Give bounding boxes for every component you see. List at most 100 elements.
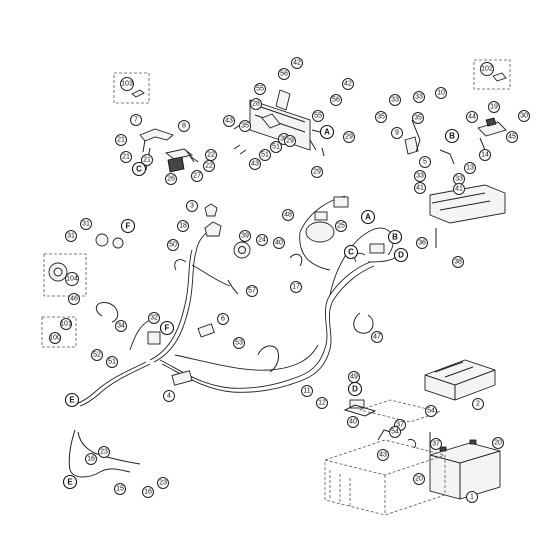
callout-21[interactable]: 21 (141, 154, 153, 166)
callout-4[interactable]: 4 (163, 390, 175, 402)
callout-24[interactable]: 24 (256, 234, 268, 246)
callout-41[interactable]: 41 (414, 182, 426, 194)
callout-33[interactable]: 33 (413, 91, 425, 103)
callout-19[interactable]: 19 (488, 101, 500, 113)
callout-18[interactable]: 18 (177, 220, 189, 232)
callout-100[interactable]: 100 (49, 332, 61, 344)
callout-51[interactable]: 51 (259, 149, 271, 161)
callout-25[interactable]: 25 (335, 220, 347, 232)
callout-33[interactable]: 33 (389, 94, 401, 106)
callout-32[interactable]: 32 (148, 312, 160, 324)
callout-9[interactable]: 9 (391, 127, 403, 139)
connector-f[interactable]: F (120, 218, 136, 234)
callout-23[interactable]: 23 (98, 446, 110, 458)
callout-35[interactable]: 35 (239, 120, 251, 132)
callout-5[interactable]: 5 (419, 156, 431, 168)
callout-31[interactable]: 31 (65, 230, 77, 242)
callout-12[interactable]: 12 (316, 397, 328, 409)
callout-49[interactable]: 49 (348, 371, 360, 383)
connector-e[interactable]: E (62, 474, 78, 490)
callout-53[interactable]: 53 (233, 337, 245, 349)
callout-42[interactable]: 42 (291, 57, 303, 69)
connector-a[interactable]: A (360, 209, 376, 225)
callout-33[interactable]: 33 (414, 170, 426, 182)
callout-55[interactable]: 55 (254, 83, 266, 95)
callout-13[interactable]: 13 (464, 162, 476, 174)
callout-57[interactable]: 57 (246, 285, 258, 297)
callout-28[interactable]: 28 (250, 98, 262, 110)
callout-27[interactable]: 27 (191, 170, 203, 182)
callout-54[interactable]: 54 (389, 426, 401, 438)
callout-56[interactable]: 56 (330, 94, 342, 106)
callout-16[interactable]: 16 (142, 486, 154, 498)
connector-c[interactable]: C (131, 161, 147, 177)
callout-34[interactable]: 34 (115, 320, 127, 332)
callout-51[interactable]: 51 (106, 356, 118, 368)
callout-43[interactable]: 43 (377, 449, 389, 461)
callout-43[interactable]: 43 (249, 158, 261, 170)
callout-42[interactable]: 42 (342, 78, 354, 90)
callout-16[interactable]: 16 (85, 453, 97, 465)
connector-d[interactable]: D (347, 381, 363, 397)
callout-21[interactable]: 21 (115, 134, 127, 146)
callout-7[interactable]: 7 (130, 114, 142, 126)
callout-47[interactable]: 47 (371, 331, 383, 343)
callout-37[interactable]: 37 (430, 438, 442, 450)
callout-55[interactable]: 55 (312, 110, 324, 122)
callout-44[interactable]: 44 (466, 111, 478, 123)
callout-33[interactable]: 33 (453, 173, 465, 185)
callout-38[interactable]: 38 (452, 256, 464, 268)
callout-46[interactable]: 46 (68, 293, 80, 305)
callout-29[interactable]: 29 (284, 135, 296, 147)
callout-29[interactable]: 29 (343, 131, 355, 143)
callout-29[interactable]: 29 (311, 166, 323, 178)
callout-51[interactable]: 51 (270, 141, 282, 153)
callout-6[interactable]: 6 (217, 313, 229, 325)
callout-103[interactable]: 103 (120, 77, 134, 91)
callout-14[interactable]: 14 (479, 149, 491, 161)
callout-35[interactable]: 35 (412, 112, 424, 124)
callout-41[interactable]: 41 (453, 183, 465, 195)
callout-1[interactable]: 1 (466, 491, 478, 503)
callout-21[interactable]: 21 (120, 151, 132, 163)
callout-40[interactable]: 40 (273, 237, 285, 249)
callout-39[interactable]: 39 (239, 230, 251, 242)
callout-36[interactable]: 36 (416, 237, 428, 249)
connector-d[interactable]: D (393, 247, 409, 263)
callout-52[interactable]: 52 (91, 349, 103, 361)
callout-3[interactable]: 3 (186, 200, 198, 212)
callout-23[interactable]: 23 (157, 477, 169, 489)
callout-35[interactable]: 35 (375, 111, 387, 123)
callout-2[interactable]: 2 (472, 398, 484, 410)
callout-45[interactable]: 45 (506, 131, 518, 143)
callout-54[interactable]: 54 (425, 405, 437, 417)
callout-17[interactable]: 17 (290, 281, 302, 293)
callout-15[interactable]: 15 (114, 483, 126, 495)
callout-101[interactable]: 101 (60, 318, 72, 330)
callout-20[interactable]: 20 (492, 437, 504, 449)
callout-22[interactable]: 22 (203, 160, 215, 172)
callout-20[interactable]: 20 (413, 473, 425, 485)
callout-43[interactable]: 43 (223, 115, 235, 127)
callout-31[interactable]: 31 (80, 218, 92, 230)
callout-26[interactable]: 26 (165, 173, 177, 185)
connector-f[interactable]: F (159, 320, 175, 336)
svg-text:E: E (69, 396, 75, 405)
callout-48[interactable]: 48 (282, 209, 294, 221)
svg-text:47: 47 (373, 334, 381, 341)
callout-56[interactable]: 56 (278, 68, 290, 80)
connector-a[interactable]: A (319, 124, 335, 140)
callout-40[interactable]: 40 (347, 416, 359, 428)
callout-30[interactable]: 30 (518, 110, 530, 122)
callout-104[interactable]: 104 (65, 272, 79, 286)
callout-10[interactable]: 10 (435, 87, 447, 99)
callout-22[interactable]: 22 (205, 149, 217, 161)
connector-c[interactable]: C (343, 244, 359, 260)
callout-11[interactable]: 11 (301, 385, 313, 397)
callout-8[interactable]: 8 (178, 120, 190, 132)
callout-50[interactable]: 50 (167, 239, 179, 251)
connector-b[interactable]: B (444, 128, 460, 144)
connector-b[interactable]: B (387, 229, 403, 245)
connector-e[interactable]: E (64, 392, 80, 408)
callout-102[interactable]: 102 (480, 62, 494, 76)
